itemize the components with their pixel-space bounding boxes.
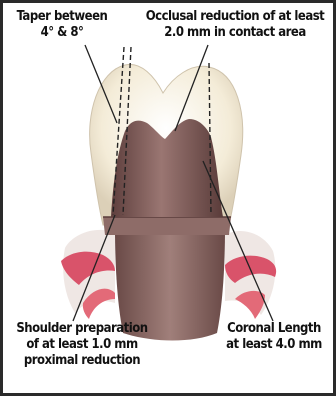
coronal-label-line2: at least 4.0 mm (215, 337, 333, 353)
occlusal-label: Occlusal reduction of at least 2.0 mm in… (137, 9, 333, 41)
taper-label-line2: 4° & 8° (7, 25, 117, 41)
occlusal-label-line1: Occlusal reduction of at least (137, 9, 333, 25)
taper-label-line1: Taper between (7, 9, 117, 25)
shoulder-label-line3: proximal reduction (7, 353, 157, 369)
shoulder-label-line2: of at least 1.0 mm (7, 337, 157, 353)
taper-label: Taper between 4° & 8° (7, 9, 117, 41)
occlusal-label-line2: 2.0 mm in contact area (137, 25, 333, 41)
coronal-label-line1: Coronal Length (215, 321, 333, 337)
shoulder-label-line1: Shoulder preparation (7, 321, 157, 337)
coronal-label: Coronal Length at least 4.0 mm (215, 321, 333, 353)
shoulder-label: Shoulder preparation of at least 1.0 mm … (7, 321, 157, 369)
shoulder-ledge (103, 217, 231, 235)
